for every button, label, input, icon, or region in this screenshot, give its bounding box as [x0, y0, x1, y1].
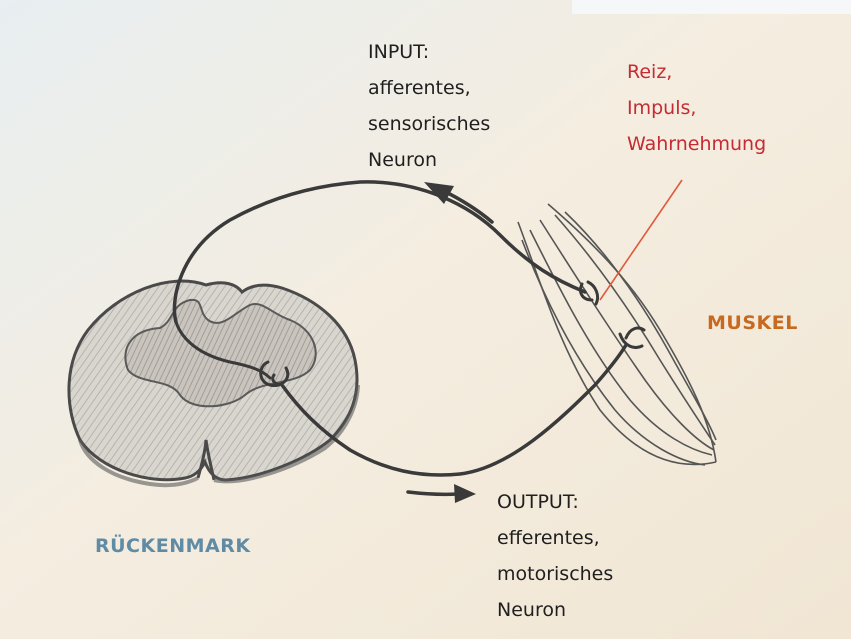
spinal-cord — [69, 281, 358, 485]
output-label-line: OUTPUT: — [497, 484, 613, 520]
muscle-label: MUSKEL — [707, 312, 798, 334]
input-label-line: afferentes, — [368, 70, 490, 106]
output-label-line: motorisches — [497, 556, 613, 592]
output-label: OUTPUT: efferentes, motorisches Neuron — [497, 484, 613, 628]
output-label-line: Neuron — [497, 592, 613, 628]
input-label-line: Neuron — [368, 142, 490, 178]
stimulus-label: Reiz, Impuls, Wahrnehmung — [627, 54, 766, 162]
stimulus-label-line: Wahrnehmung — [627, 126, 766, 162]
input-label: INPUT: afferentes, sensorisches Neuron — [368, 34, 490, 178]
spinal-cord-label: RÜCKENMARK — [95, 535, 251, 557]
input-label-line: sensorisches — [368, 106, 490, 142]
corner-overlay — [572, 0, 851, 14]
stimulus-label-line: Reiz, — [627, 54, 766, 90]
input-label-line: INPUT: — [368, 34, 490, 70]
output-label-line: efferentes, — [497, 520, 613, 556]
stimulus-label-line: Impuls, — [627, 90, 766, 126]
